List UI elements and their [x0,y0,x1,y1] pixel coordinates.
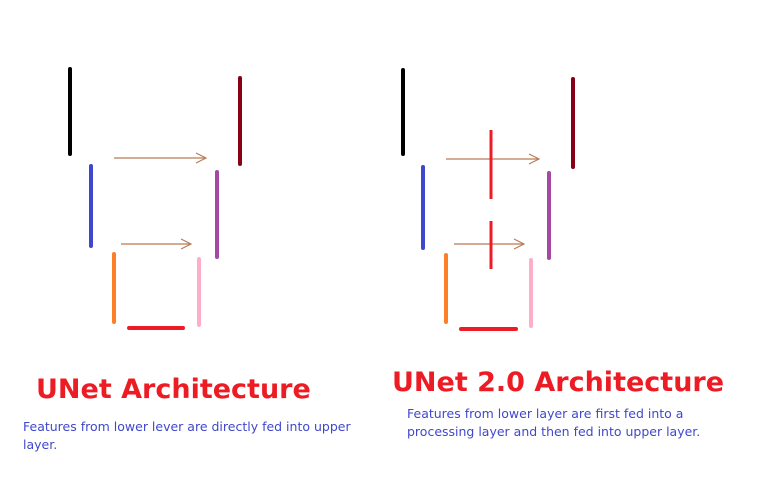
unet-2-caption: Features from lower layer are first fed … [407,406,701,439]
unet-2-title: UNet 2.0 Architecture [392,367,725,398]
unet-2-diagram [401,68,575,331]
unet-title: UNet Architecture [36,374,311,405]
unet-diagram [68,67,242,330]
unet-caption: Features from lower lever are directly f… [23,419,351,452]
